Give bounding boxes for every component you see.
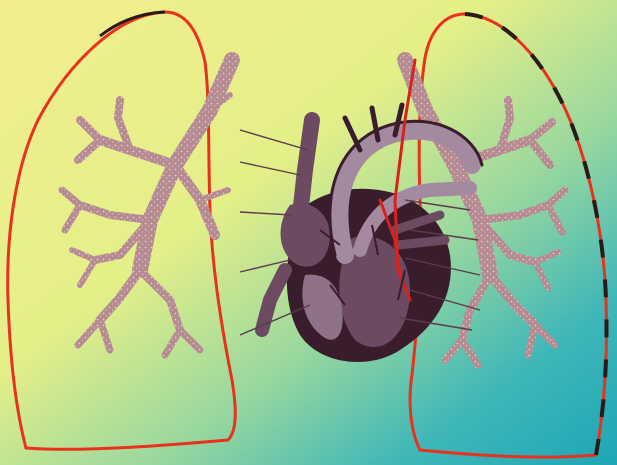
diagram-canvas bbox=[0, 0, 617, 465]
heart-lungs-diagram bbox=[0, 0, 617, 465]
